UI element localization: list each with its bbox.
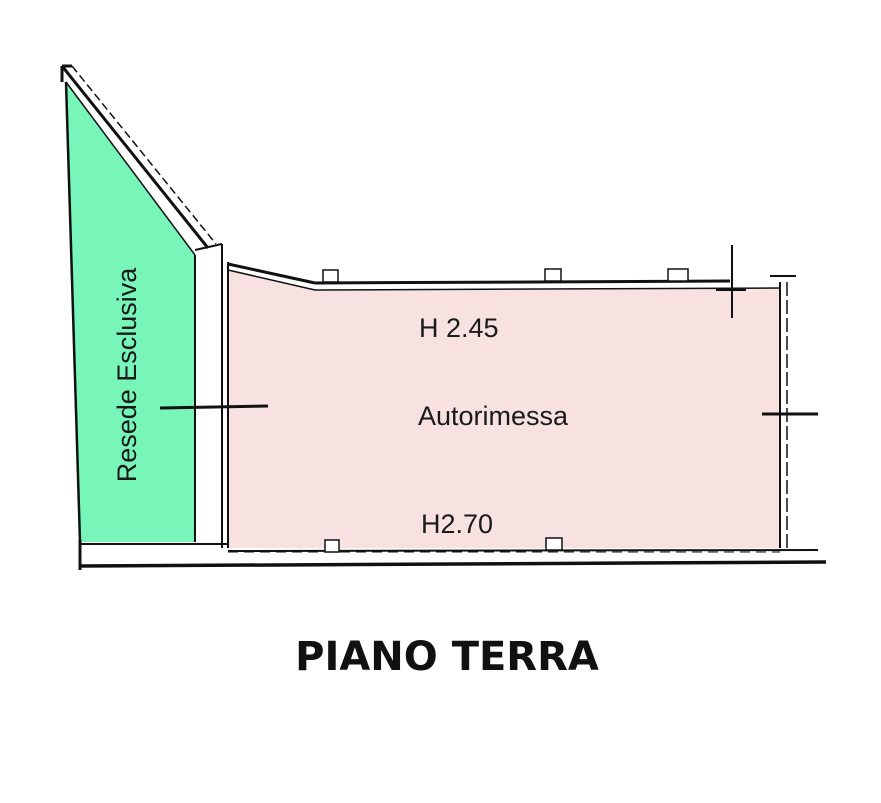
garden-label: Resede Esclusiva [112, 267, 142, 483]
garage-label: Autorimessa [418, 401, 569, 431]
diagonal-wall [60, 64, 217, 256]
height-label-top: H 2.45 [419, 313, 499, 343]
floor-title: PIANO TERRA [295, 634, 599, 680]
garden-left-wall [64, 81, 82, 543]
garage-area [228, 270, 780, 548]
top-wall-pillars [322, 268, 689, 283]
height-label-bottom: H2.70 [421, 509, 493, 539]
bottom-wall-pillars [324, 537, 563, 553]
partition-walls [194, 243, 229, 548]
section-marks [159, 404, 818, 416]
garden-area [66, 82, 195, 542]
garage-top-wall [227, 262, 796, 291]
